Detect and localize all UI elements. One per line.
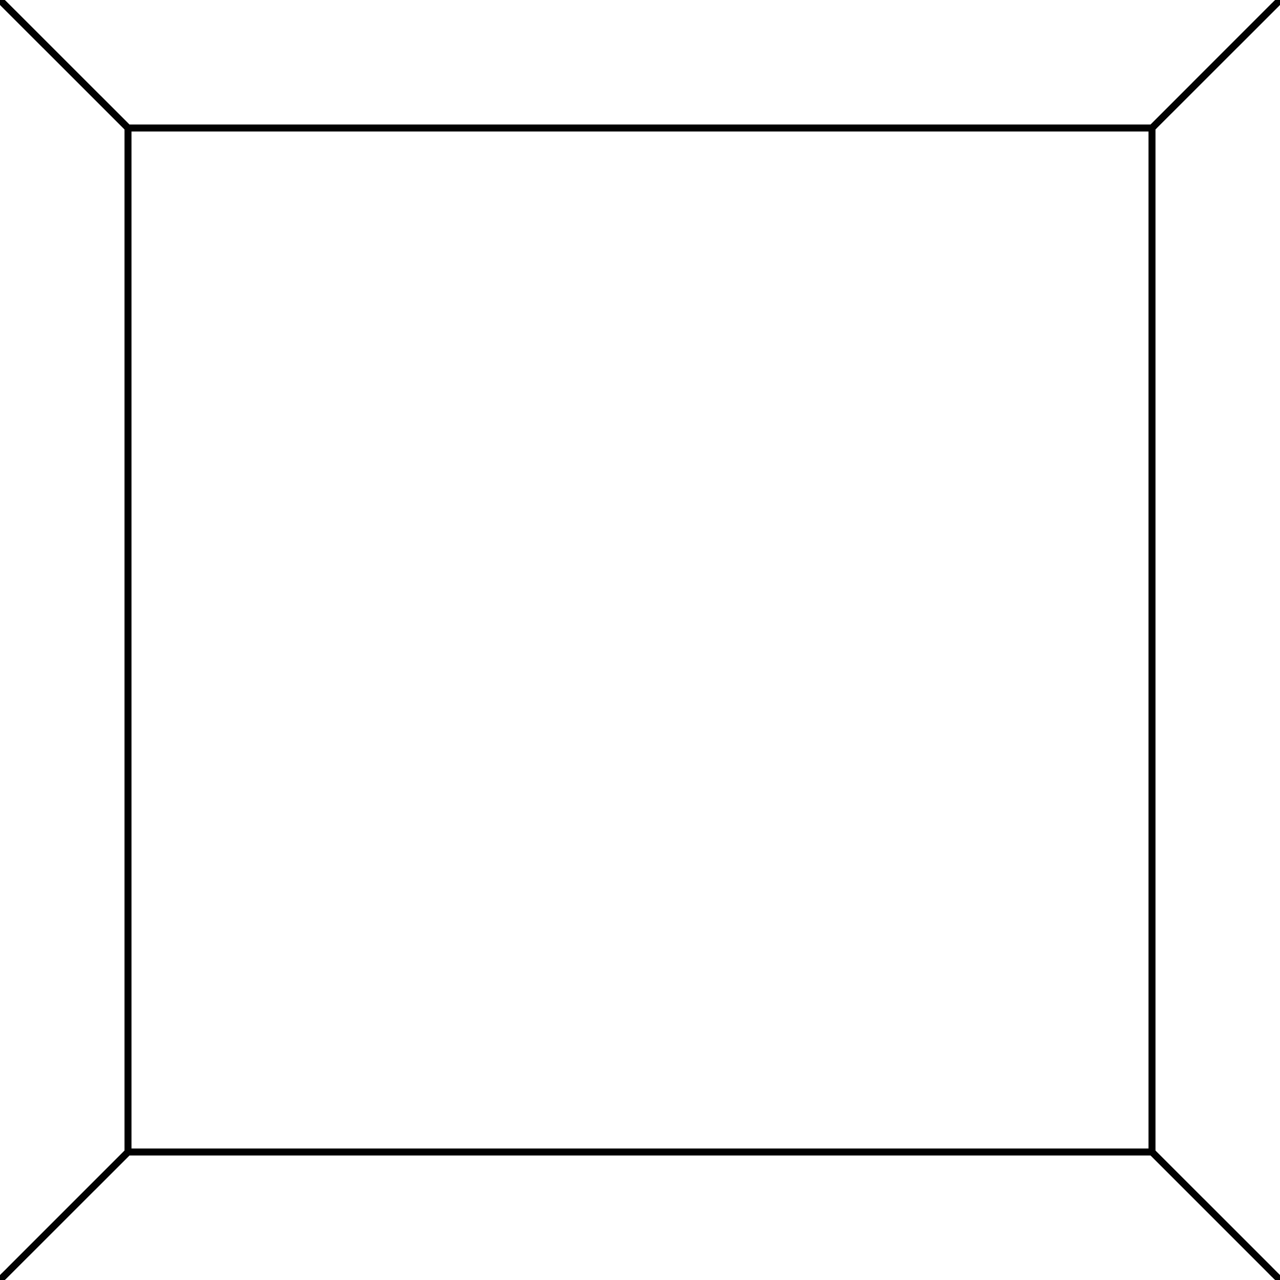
corner-line-top-left bbox=[0, 0, 131, 131]
corner-line-bottom-left bbox=[0, 1149, 131, 1280]
corner-line-bottom-right bbox=[1149, 1149, 1280, 1280]
corner-line-top-right bbox=[1149, 0, 1280, 131]
back-wall-rectangle bbox=[124, 124, 1156, 1156]
